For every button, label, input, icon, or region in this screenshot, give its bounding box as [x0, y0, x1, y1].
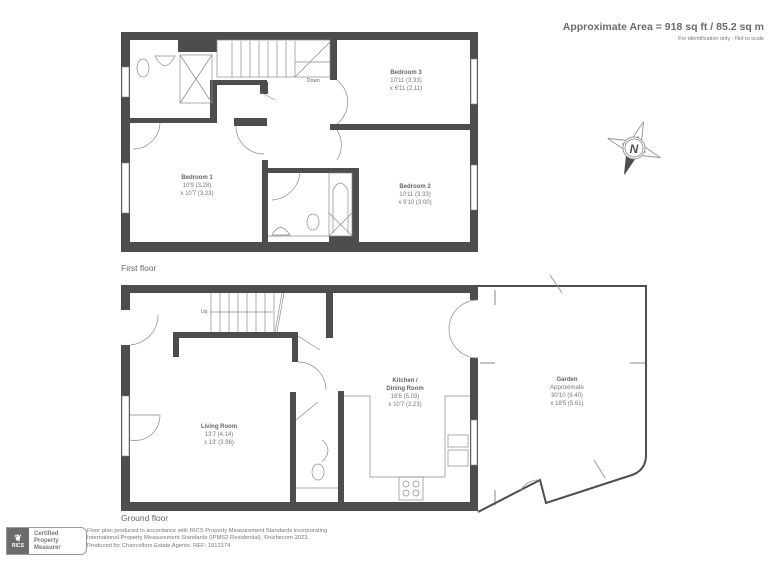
ground-floor-plan — [121, 285, 478, 511]
room-dimension: x 6'11 (2.11) — [389, 86, 423, 92]
room-note: Approximate — [550, 385, 584, 391]
ground-floor-fixtures — [129, 292, 479, 501]
compass-north-letter: N — [630, 142, 639, 156]
rics-certified-badge: ❦ RICS Certified Property Measurer — [6, 527, 87, 555]
stairs-down-label: Down — [307, 78, 320, 84]
room-dimension: 10'9 (3.28) — [182, 183, 212, 189]
room-name: Kitchen / — [392, 378, 418, 384]
stairs-up-label: Up — [201, 309, 208, 315]
room-bedroom-1: Bedroom 1 10'9 (3.28) x 10'7 (3.23) — [180, 174, 213, 198]
approximate-area-title: Approximate Area = 918 sq ft / 85.2 sq m — [562, 21, 764, 33]
room-name: Bedroom 3 — [390, 70, 422, 76]
room-living-room: Living Room 13'7 (4.14) x 13' (3.96) — [201, 423, 237, 447]
room-dimension: x 18'5 (5.61) — [550, 401, 584, 407]
room-dimension: 10'11 (3.33) — [399, 192, 431, 198]
room-dimension: x 10'7 (3.23) — [388, 402, 422, 408]
room-bedroom-3: Bedroom 3 10'11 (3.33) x 6'11 (2.11) — [390, 69, 422, 93]
ground-floor-label: Ground floor — [121, 513, 169, 523]
room-name: Garden — [556, 377, 578, 383]
room-bedroom-2: Bedroom 2 10'11 (3.33) x 9'10 (3.00) — [398, 183, 431, 207]
badge-line: Property — [34, 537, 59, 544]
first-floor-fixtures — [132, 39, 353, 237]
room-name: Dining Room — [386, 386, 424, 392]
room-garden: Garden Approximate 30'10 (9.40) x 18'5 (… — [550, 376, 584, 408]
room-dimension: x 10'7 (3.23) — [180, 191, 214, 197]
footer-line: International Property Measurement Stand… — [87, 535, 310, 542]
room-kitchen-dining: Kitchen / Dining Room 16'6 (5.03) x 10'7… — [386, 377, 423, 409]
footer-line: Produced for Chancellors Estate Agents. … — [87, 542, 231, 549]
badge-line: Certified — [34, 530, 59, 537]
room-name: Bedroom 2 — [399, 184, 431, 190]
rics-crest-icon: ❦ — [14, 533, 22, 543]
room-dimension: x 9'10 (3.00) — [398, 200, 432, 206]
rics-org: RICS — [12, 543, 24, 549]
garden-outline — [477, 285, 647, 513]
north-compass-rose-icon — [607, 121, 661, 175]
first-floor-label: First floor — [121, 263, 157, 273]
rics-logo: ❦ RICS — [7, 528, 29, 554]
room-dimension: x 13' (3.96) — [204, 440, 234, 446]
room-dimension: 10'11 (3.33) — [390, 78, 422, 84]
footer-disclaimer: Floor plan produced in accordance with R… — [87, 528, 327, 550]
room-name: Living Room — [200, 424, 238, 430]
disclaimer-text: For identification only - Not to scale — [678, 36, 764, 42]
room-dimension: 13'7 (4.14) — [204, 432, 234, 438]
room-name: Bedroom 1 — [181, 175, 213, 181]
badge-line: Measurer — [34, 544, 61, 551]
room-dimension: 16'6 (5.03) — [390, 394, 420, 400]
room-dimension: 30'10 (9.40) — [551, 393, 583, 399]
footer-line: Floor plan produced in accordance with R… — [87, 528, 328, 534]
first-floor-plan — [121, 32, 478, 252]
